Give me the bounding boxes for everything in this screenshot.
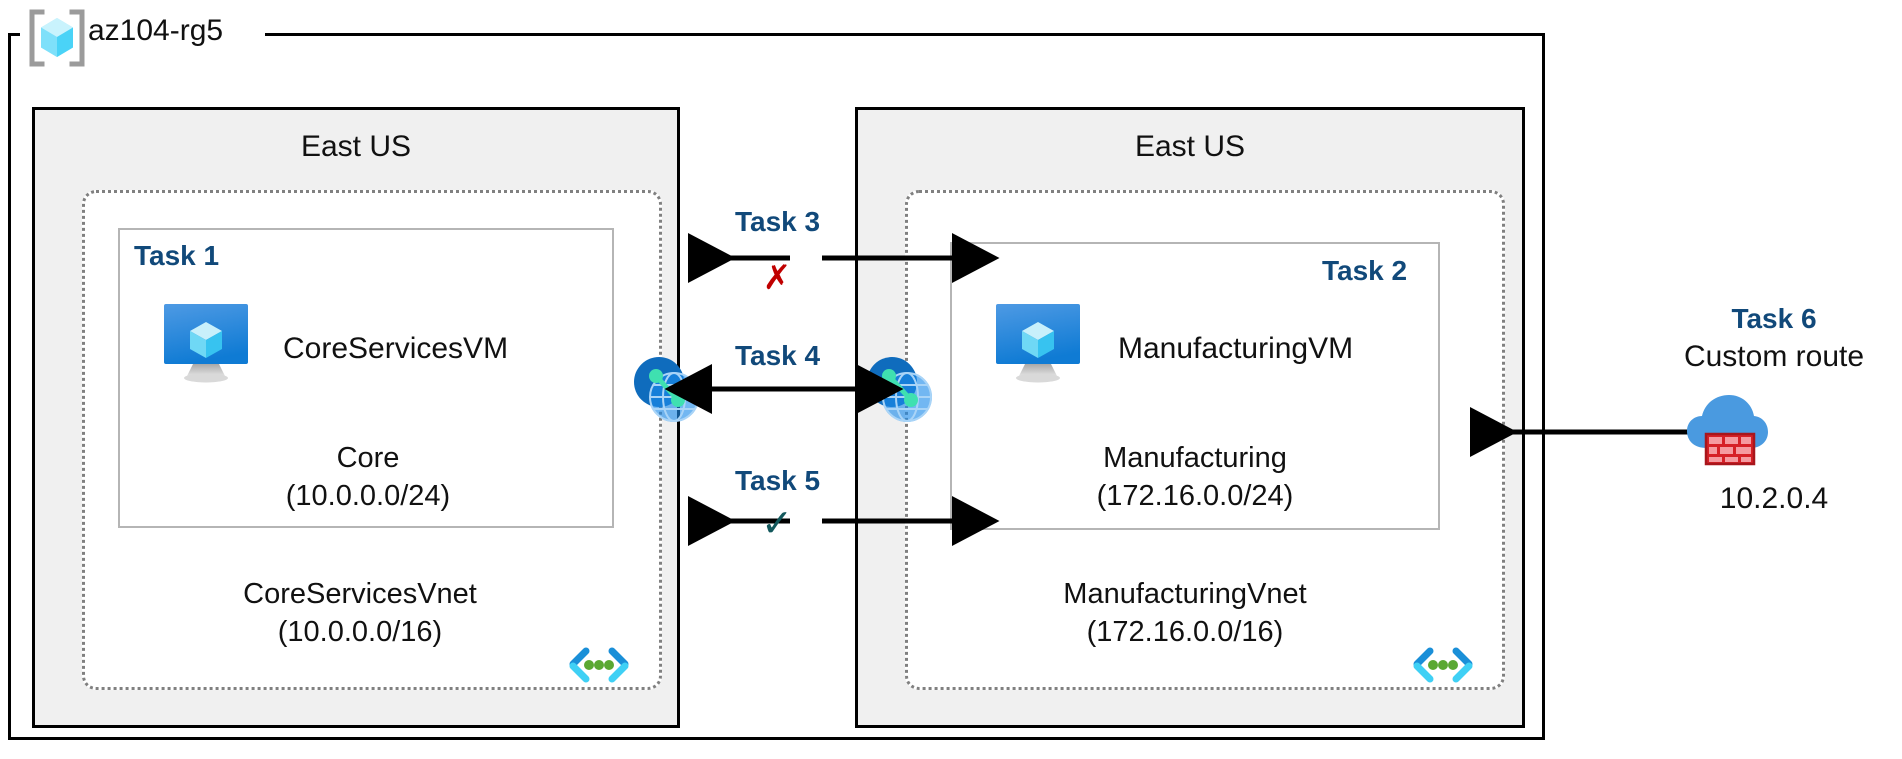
subnet-name-right: Manufacturing — [1103, 442, 1287, 474]
vm-name-left: CoreServicesVM — [283, 332, 509, 365]
task-3-label: Task 3 — [735, 206, 821, 237]
virtual-machine-icon-right — [992, 300, 1084, 386]
task-1-label: Task 1 — [134, 240, 220, 271]
task-5-allowed-marker: ✓ — [761, 502, 793, 545]
virtual-network-subnet-icon-right — [1410, 643, 1476, 687]
firewall-ip-label: 10.2.0.4 — [1719, 482, 1829, 515]
azure-resource-group-icon — [26, 8, 88, 68]
task-5-label: Task 5 — [735, 465, 821, 496]
subnet-cidr-left: (10.0.0.0/24) — [285, 480, 451, 512]
task-2-label: Task 2 — [1322, 255, 1408, 286]
vm-name-right: ManufacturingVM — [1118, 332, 1354, 365]
firewall-cloud-icon — [1684, 390, 1770, 466]
vnet-name-left: CoreServicesVnet — [243, 578, 477, 610]
region-label-right: East US — [1134, 130, 1246, 163]
vnet-cidr-right: (172.16.0.0/16) — [1086, 616, 1284, 648]
region-label-left: East US — [300, 130, 412, 163]
vnet-name-right: ManufacturingVnet — [1063, 578, 1307, 610]
task-6-label: Task 6 — [1731, 303, 1817, 334]
virtual-network-subnet-icon-left — [566, 643, 632, 687]
subnet-box-right — [950, 242, 1440, 530]
resource-group-name: az104-rg5 — [88, 14, 224, 47]
virtual-machine-icon — [160, 300, 252, 386]
task-3-blocked-marker: ✗ — [762, 259, 792, 297]
subnet-name-left: Core — [336, 442, 400, 474]
subnet-cidr-right: (172.16.0.0/24) — [1096, 480, 1294, 512]
vnet-cidr-left: (10.0.0.0/16) — [277, 616, 443, 648]
custom-route-label: Custom route — [1683, 340, 1865, 373]
task-4-label: Task 4 — [735, 340, 821, 371]
resource-group-frame — [8, 33, 1545, 740]
